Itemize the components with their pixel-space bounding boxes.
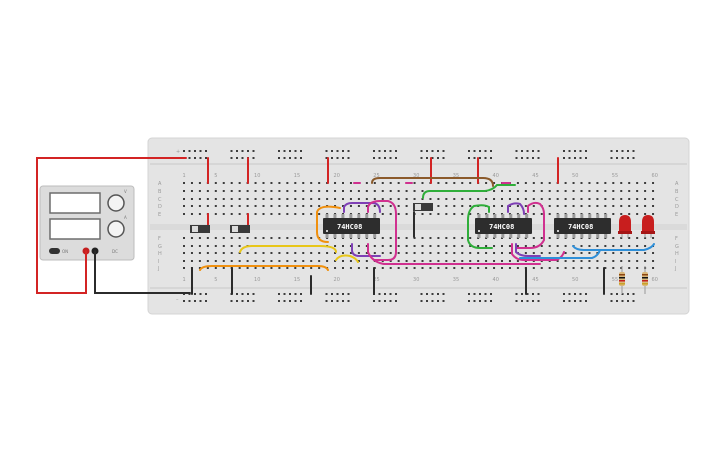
slide-switch-2[interactable] xyxy=(230,225,250,233)
column-number-top: 50 xyxy=(572,173,578,179)
column-number-bottom: 5 xyxy=(214,277,217,283)
row-letter-right: D xyxy=(675,204,679,210)
column-number-top: 15 xyxy=(294,173,300,179)
voltage-knob[interactable] xyxy=(107,194,125,212)
power-switch[interactable] xyxy=(49,248,60,254)
chip-3-label: 74HC08 xyxy=(568,223,593,231)
column-number-bottom: 25 xyxy=(373,277,379,283)
row-letter-left: J xyxy=(157,266,159,272)
row-letter-left: C xyxy=(158,197,162,203)
row-letter-left: F xyxy=(158,236,161,242)
column-number-bottom: 50 xyxy=(572,277,578,283)
chip-pins xyxy=(325,214,608,238)
row-letter-right: H xyxy=(675,251,679,257)
row-letter-right: I xyxy=(675,259,676,265)
chip-2[interactable]: 74HC08 xyxy=(475,218,532,234)
row-letter-right: G xyxy=(675,244,679,250)
column-number-top: 45 xyxy=(532,173,538,179)
slide-switch-3[interactable] xyxy=(413,203,433,211)
column-number-bottom: 55 xyxy=(612,277,618,283)
row-letter-left: B xyxy=(158,189,162,195)
psu-a-label: A xyxy=(124,215,127,220)
row-letter-right: C xyxy=(675,197,679,203)
psu-model-label: DC xyxy=(112,249,118,254)
led-2[interactable] xyxy=(641,215,655,238)
row-letter-left: E xyxy=(158,212,161,218)
column-number-top: 40 xyxy=(493,173,499,179)
row-letter-right: J xyxy=(674,266,676,272)
row-letter-right: F xyxy=(675,236,678,242)
column-number-top: 35 xyxy=(453,173,459,179)
resistor-1[interactable] xyxy=(619,266,625,294)
column-number-top: 10 xyxy=(254,173,260,179)
column-number-bottom: 35 xyxy=(453,277,459,283)
column-number-bottom: 10 xyxy=(254,277,260,283)
resistor-2[interactable] xyxy=(642,266,648,294)
row-letter-right: E xyxy=(675,212,678,218)
column-number-bottom: 20 xyxy=(334,277,340,283)
row-letter-right: A xyxy=(675,181,679,187)
chip-1[interactable]: 74HC08 xyxy=(323,218,380,234)
column-number-top: 55 xyxy=(612,173,618,179)
column-number-bottom: 60 xyxy=(652,277,658,283)
column-number-bottom: 40 xyxy=(493,277,499,283)
column-number-top: 5 xyxy=(214,173,217,179)
psu-on-label: ON xyxy=(62,249,68,254)
power-supply[interactable]: V A ON DC xyxy=(39,185,135,261)
chip-1-label: 74HC08 xyxy=(337,223,362,231)
chip-3[interactable]: 74HC08 xyxy=(554,218,611,234)
current-display xyxy=(49,218,101,240)
column-number-bottom: 30 xyxy=(413,277,419,283)
row-letter-right: B xyxy=(675,189,679,195)
svg-text:+: + xyxy=(176,149,180,155)
current-knob[interactable] xyxy=(107,220,125,238)
chip-2-label: 74HC08 xyxy=(489,223,514,231)
signal-wires xyxy=(199,177,655,271)
column-number-bottom: 1 xyxy=(183,277,186,283)
row-letter-left: D xyxy=(158,204,162,210)
led-1[interactable] xyxy=(618,215,632,238)
column-number-bottom: 45 xyxy=(532,277,538,283)
slide-switch-1[interactable] xyxy=(190,225,210,233)
column-number-top: 60 xyxy=(652,173,658,179)
voltage-display xyxy=(49,192,101,214)
column-number-top: 1 xyxy=(183,173,186,179)
rail-jumpers xyxy=(191,157,605,295)
row-letter-left: G xyxy=(158,244,162,250)
column-number-top: 25 xyxy=(373,173,379,179)
svg-text:–: – xyxy=(176,297,179,303)
column-number-bottom: 15 xyxy=(294,277,300,283)
column-number-top: 30 xyxy=(413,173,419,179)
supply-wires xyxy=(36,157,191,294)
row-letter-left: A xyxy=(158,181,162,187)
column-number-top: 20 xyxy=(334,173,340,179)
psu-v-label: V xyxy=(124,189,127,194)
row-letter-left: I xyxy=(158,259,159,265)
row-letter-left: H xyxy=(158,251,162,257)
